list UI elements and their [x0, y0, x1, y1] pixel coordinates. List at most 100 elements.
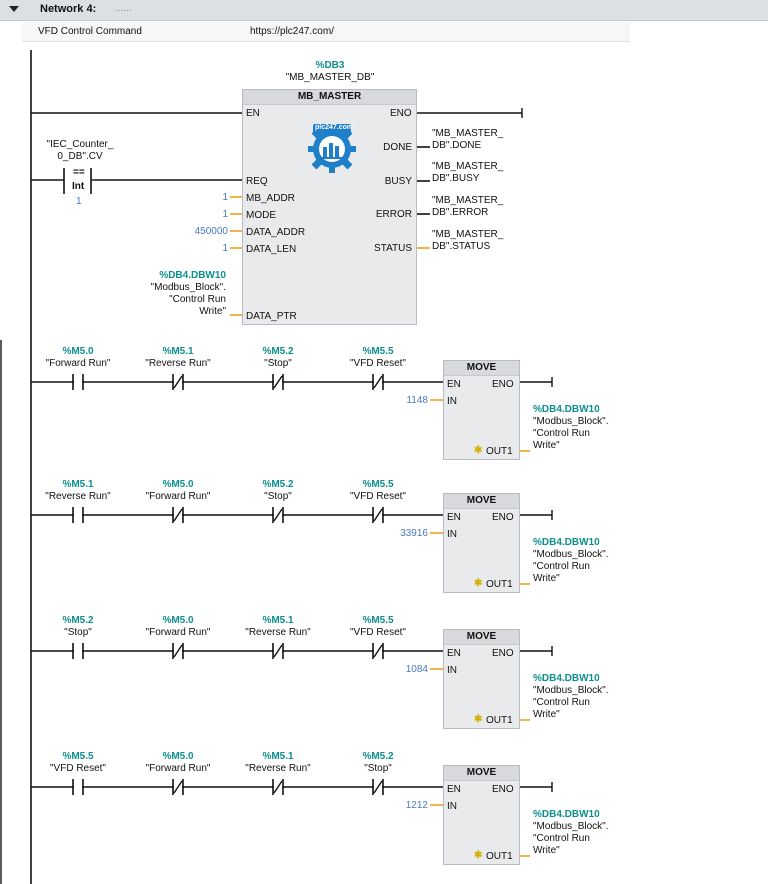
error-out-l2[interactable]: DB".ERROR: [432, 207, 489, 218]
data-len-value[interactable]: 1: [222, 243, 228, 254]
contact-name[interactable]: "Stop": [64, 627, 92, 638]
network-title-placeholder[interactable]: ......: [115, 3, 132, 14]
contact-name[interactable]: "VFD Reset": [349, 491, 406, 502]
pin-data-addr: DATA_ADDR: [246, 227, 306, 238]
done-out-l1[interactable]: "MB_MASTER_: [432, 128, 504, 139]
move-dest-addr: %DB4.DBW10: [533, 673, 600, 684]
out-star-icon: ✱: [474, 714, 483, 725]
counter-label-l2[interactable]: 0_DB".CV: [57, 151, 103, 162]
move-in-value[interactable]: 33916: [400, 528, 428, 539]
contact-addr[interactable]: %M5.5: [62, 751, 94, 762]
move-dest-l2[interactable]: "Control Run: [533, 697, 590, 708]
busy-out-l2[interactable]: DB".BUSY: [432, 173, 480, 184]
contact-name[interactable]: "Reverse Run": [145, 358, 211, 369]
status-out-l2[interactable]: DB".STATUS: [432, 241, 491, 252]
nc-contact-slash-3-3: [373, 780, 383, 794]
move-dest-l1[interactable]: "Modbus_Block".: [533, 685, 609, 696]
move-block[interactable]: MOVE: [443, 493, 520, 593]
move-in-value[interactable]: 1148: [406, 395, 428, 406]
contact-name[interactable]: "Reverse Run": [45, 491, 111, 502]
move-pin-eno: ENO: [492, 648, 514, 659]
contact-addr[interactable]: %M5.1: [262, 751, 294, 762]
mode-value[interactable]: 1: [222, 209, 228, 220]
nc-contact-slash-0-3: [373, 375, 383, 389]
contact-addr[interactable]: %M5.2: [262, 346, 294, 357]
move-block[interactable]: MOVE: [443, 360, 520, 460]
move-dest-l1[interactable]: "Modbus_Block".: [533, 821, 609, 832]
contact-addr[interactable]: %M5.0: [162, 479, 194, 490]
move-in-value[interactable]: 1084: [405, 664, 428, 675]
contact-name[interactable]: "Forward Run": [45, 358, 111, 369]
contact-gap: [74, 784, 82, 790]
move-title: MOVE: [444, 494, 519, 509]
contact-name[interactable]: "Stop": [364, 763, 392, 774]
status-out-l1[interactable]: "MB_MASTER_: [432, 229, 504, 240]
gear-logo-icon: [308, 124, 356, 173]
contact-addr[interactable]: %M5.0: [162, 751, 194, 762]
contact-name[interactable]: "Forward Run": [145, 627, 211, 638]
contact-name[interactable]: "VFD Reset": [49, 763, 106, 774]
nc-contact-slash-1-2: [273, 508, 283, 522]
pin-busy: BUSY: [384, 176, 412, 187]
mb-addr-value[interactable]: 1: [222, 192, 228, 203]
contact-addr[interactable]: %M5.5: [362, 346, 394, 357]
contact-addr[interactable]: %M5.0: [162, 615, 194, 626]
contact-addr[interactable]: %M5.1: [162, 346, 194, 357]
contact-gap: [74, 379, 82, 385]
contact-addr[interactable]: %M5.2: [62, 615, 94, 626]
move-dest-l3[interactable]: Write": [533, 573, 560, 584]
move-dest-l2[interactable]: "Control Run: [533, 428, 590, 439]
contact-addr[interactable]: %M5.2: [262, 479, 294, 490]
pin-eno: ENO: [390, 108, 412, 119]
move-dest-addr: %DB4.DBW10: [533, 404, 600, 415]
contact-addr[interactable]: %M5.2: [362, 751, 394, 762]
move-dest-l1[interactable]: "Modbus_Block".: [533, 549, 609, 560]
pin-done: DONE: [383, 142, 412, 153]
data-addr-value[interactable]: 450000: [194, 226, 228, 237]
contact-addr[interactable]: %M5.0: [62, 346, 94, 357]
network-header[interactable]: Network 4: ......: [0, 0, 768, 21]
move-dest-l3[interactable]: Write": [533, 440, 560, 451]
move-dest-l2[interactable]: "Control Run: [533, 833, 590, 844]
pin-en: EN: [246, 108, 260, 119]
ptr-l2[interactable]: "Control Run: [169, 294, 226, 305]
done-out-l2[interactable]: DB".DONE: [432, 140, 482, 151]
error-out-l1[interactable]: "MB_MASTER_: [432, 195, 504, 206]
contact-addr[interactable]: %M5.1: [262, 615, 294, 626]
move-dest-l2[interactable]: "Control Run: [533, 561, 590, 572]
pin-status: STATUS: [374, 243, 412, 254]
contact-name[interactable]: "Forward Run": [145, 491, 211, 502]
contact-addr[interactable]: %M5.5: [362, 479, 394, 490]
move-block[interactable]: MOVE: [443, 629, 520, 729]
move-pin-eno: ENO: [492, 512, 514, 523]
pin-data-len: DATA_LEN: [246, 244, 297, 255]
nc-contact-slash-3-2: [273, 780, 283, 794]
contact-addr[interactable]: %M5.5: [362, 615, 394, 626]
contact-name[interactable]: "Stop": [264, 491, 292, 502]
ptr-l1[interactable]: "Modbus_Block".: [150, 282, 226, 293]
contact-name[interactable]: "VFD Reset": [349, 627, 406, 638]
contact-name[interactable]: "VFD Reset": [349, 358, 406, 369]
move-pin-out: OUT1: [486, 446, 513, 457]
busy-out-l1[interactable]: "MB_MASTER_: [432, 161, 504, 172]
contact-addr[interactable]: %M5.1: [62, 479, 94, 490]
counter-label-l1[interactable]: "IEC_Counter_: [46, 139, 114, 150]
compare-value[interactable]: 1: [76, 196, 82, 207]
network-comment[interactable]: VFD Control Command https://plc247.com/: [22, 22, 630, 42]
contact-name[interactable]: "Reverse Run": [245, 627, 311, 638]
nc-contact-slash-0-2: [273, 375, 283, 389]
mb-master-title: MB_MASTER: [243, 90, 416, 105]
move-block[interactable]: MOVE: [443, 765, 520, 865]
move-dest-l3[interactable]: Write": [533, 845, 560, 856]
contact-name[interactable]: "Reverse Run": [245, 763, 311, 774]
plc247-logo: plc247.com: [302, 117, 362, 177]
contact-name[interactable]: "Stop": [264, 358, 292, 369]
move-in-value[interactable]: 1212: [405, 800, 428, 811]
move-pin-out: OUT1: [486, 851, 513, 862]
contact-name[interactable]: "Forward Run": [145, 763, 211, 774]
move-dest-l3[interactable]: Write": [533, 709, 560, 720]
collapse-triangle-icon[interactable]: [9, 6, 19, 12]
move-title: MOVE: [444, 361, 519, 376]
ptr-l3[interactable]: Write": [199, 306, 226, 317]
move-dest-l1[interactable]: "Modbus_Block".: [533, 416, 609, 427]
